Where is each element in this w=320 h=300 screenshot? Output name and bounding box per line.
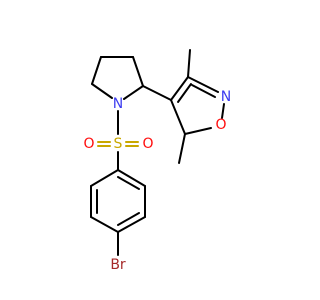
bond-benzene-3-4 xyxy=(117,216,146,233)
atom-o-sulfonyl-right: O xyxy=(142,136,153,152)
atom-s-sulfonyl: S xyxy=(114,136,123,152)
bond-benzene-inner-b xyxy=(117,212,140,226)
bond-benzene-6-1 xyxy=(90,169,119,187)
bond-c3-c2 xyxy=(132,56,144,87)
bond-c2-isoxazole-c4 xyxy=(142,85,172,101)
bond-isox-c4-c3-inner xyxy=(177,83,192,103)
bond-benzene-1-2 xyxy=(117,169,146,187)
atom-n-pyrrolidine: N xyxy=(113,96,123,112)
bond-isox-c5-c4 xyxy=(170,99,186,135)
bond-c5-c4 xyxy=(91,56,102,85)
bond-c2-n xyxy=(123,85,144,100)
bond-isox-c3-n-inner xyxy=(191,84,216,98)
bond-isox-c3-n xyxy=(187,76,219,93)
atom-n-isoxazole: N xyxy=(221,89,231,105)
bond-benzene-inner-a xyxy=(117,176,140,190)
bond-isox-c4-c3 xyxy=(170,76,189,101)
bond-isox-n-o xyxy=(221,103,225,119)
bond-isox-o-c5 xyxy=(184,127,212,135)
bond-n-c5 xyxy=(91,83,113,99)
molecule-svg: N S O O N O Br xyxy=(83,49,231,273)
bond-c3-methyl xyxy=(187,49,191,78)
atom-o-isoxazole: O xyxy=(215,117,226,133)
atom-o-sulfonyl-left: O xyxy=(83,136,94,152)
bond-benzene-4-5 xyxy=(90,216,119,233)
atom-br: Br xyxy=(110,257,126,273)
molecule-structure-diagram: N S O O N O Br xyxy=(83,49,231,273)
bond-c5-methyl xyxy=(178,133,186,164)
